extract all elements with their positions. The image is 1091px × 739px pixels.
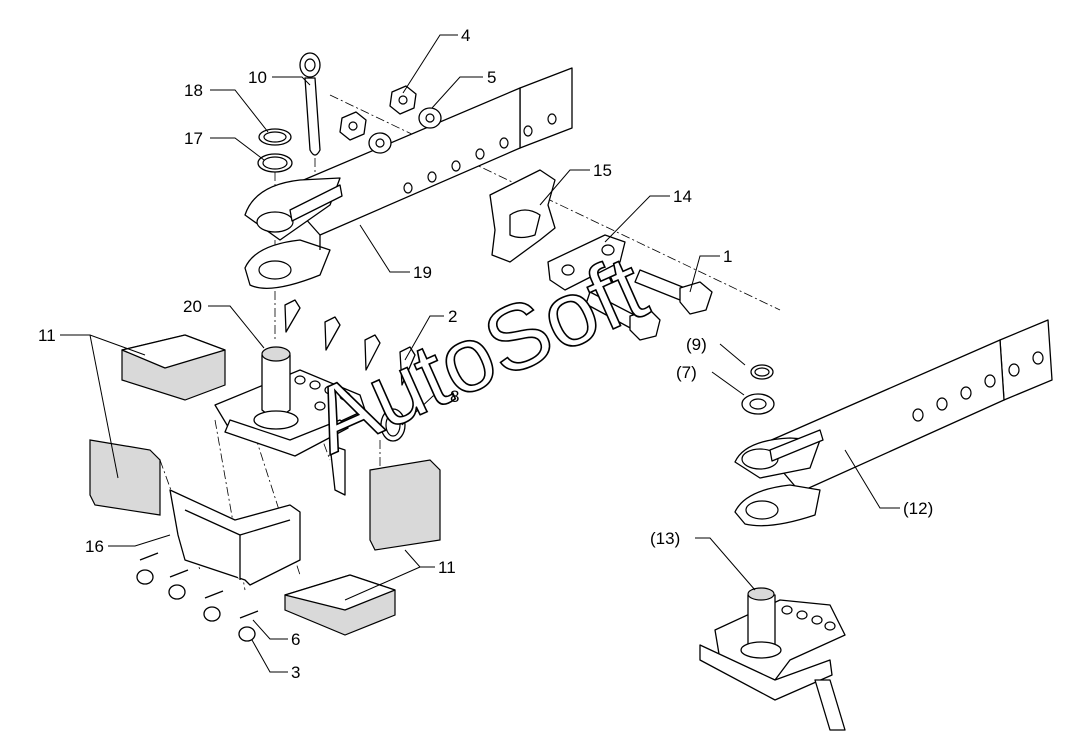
autosoft-watermark: AutoSoft xyxy=(297,237,661,474)
label-8: 8 xyxy=(450,387,459,406)
label-13: (13) xyxy=(650,529,680,548)
part-labels: 4 5 10 18 17 15 14 1 19 20 2 11 (9) (7) … xyxy=(38,26,933,682)
label-7: (7) xyxy=(676,363,697,382)
bolts-part-2 xyxy=(284,299,416,386)
ring-part-8 xyxy=(380,408,406,442)
label-6: 6 xyxy=(291,630,300,649)
ring-part-18 xyxy=(258,128,292,146)
kingpin-base-part-13 xyxy=(699,587,846,731)
drawbar-holes xyxy=(403,113,557,194)
lower-base-holes xyxy=(781,605,836,631)
nuts-part-3 xyxy=(136,569,256,642)
label-17: 17 xyxy=(184,129,203,148)
pads-part-11 xyxy=(89,334,441,636)
washer-part-7 xyxy=(741,393,775,415)
label-9: (9) xyxy=(686,335,707,354)
bracket-part-16 xyxy=(169,489,301,586)
leader-lines xyxy=(60,34,900,673)
label-16: 16 xyxy=(85,537,104,556)
label-12: (12) xyxy=(903,499,933,518)
upper-drawbar-part-19 xyxy=(244,67,573,289)
label-15: 15 xyxy=(593,161,612,180)
pins-part-6 xyxy=(139,552,259,619)
ring-part-9 xyxy=(750,364,774,380)
base-holes xyxy=(294,375,351,411)
label-5: 5 xyxy=(487,68,496,87)
lower-drawbar-holes xyxy=(912,351,1044,422)
label-3: 3 xyxy=(291,663,300,682)
nuts-and-washers-parts-4-5 xyxy=(339,85,442,154)
lower-drawbar-part-12 xyxy=(734,319,1053,527)
label-1: 1 xyxy=(723,247,732,266)
label-18: 18 xyxy=(184,81,203,100)
label-4: 4 xyxy=(461,26,470,45)
clamp-part-14 xyxy=(547,234,626,291)
clamp-block-part-15 xyxy=(489,169,556,263)
bolts-part-1 xyxy=(585,269,713,341)
label-11-top: 11 xyxy=(38,326,56,345)
label-2: 2 xyxy=(448,307,457,326)
label-10: 10 xyxy=(248,68,267,87)
label-14: 14 xyxy=(673,187,692,206)
pin-part-10 xyxy=(299,52,321,156)
kingpin-base-part-20 xyxy=(214,346,366,496)
washer-part-17 xyxy=(257,153,293,173)
label-20: 20 xyxy=(183,297,202,316)
label-19: 19 xyxy=(413,263,432,282)
label-11-bottom: 11 xyxy=(438,558,456,577)
